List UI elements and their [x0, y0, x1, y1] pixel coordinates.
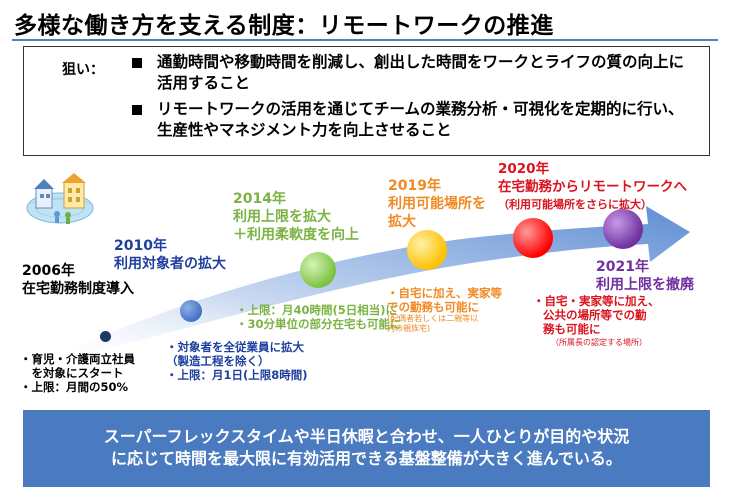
title-underline	[12, 39, 718, 41]
milestone-dot-2020	[513, 218, 553, 258]
aim-box: 狙い： 通勤時間や移動時間を削減し、創出した時間をワークとライフの質の向上に活用…	[23, 46, 710, 156]
milestone-dot-2006	[100, 331, 111, 342]
page-title: 多様な働き方を支える制度：リモートワークの推進	[14, 13, 554, 39]
milestone-2010: 2010年 利用対象者の拡大	[114, 238, 226, 272]
milestone-2014: 2014年 利用上限を拡大 ＋利用柔軟度を向上	[233, 191, 359, 243]
milestone-dot-2019	[407, 230, 447, 270]
square-bullet-icon	[132, 105, 142, 115]
remote-work-globe-houses-icon	[24, 170, 96, 228]
milestone-dot-2010	[180, 300, 202, 322]
note-2014: ・上限：月40時間(5日相当)に ・30分単位の部分在宅も可能に	[236, 303, 402, 331]
milestone-2019: 2019年 利用可能場所を 拡大	[388, 178, 486, 230]
note-2006: ・育児・介護両立社員 を対象にスタート ・上限：月間の50%	[20, 352, 135, 394]
note-2019: ・自宅に加え、実家等 での勤務も可能に (配偶者若しくは二親等以 内の親族宅)	[387, 286, 502, 333]
aim-item-1: 通勤時間や移動時間を削減し、創出した時間をワークとライフの質の向上に活用すること	[132, 52, 692, 94]
aim-label: 狙い：	[62, 62, 104, 78]
milestone-dot-2014	[300, 252, 336, 288]
note-2020: ・自宅・実家等に加え、 公共の場所等での勤 務も可能に （所属長の認定する場所）	[533, 294, 660, 347]
square-bullet-icon	[132, 58, 142, 68]
note-2010: ・対象者を全従業員に拡大 （製造工程を除く） ・上限：月1日(上限8時間)	[166, 340, 308, 382]
milestone-2020: 2020年 在宅勤務からリモートワークへ （利用可能場所をさらに拡大）	[498, 161, 687, 211]
aim-item-2: リモートワークの活用を通じてチームの業務分析・可視化を定期的に行い、生産性やマネ…	[132, 99, 692, 141]
milestone-dot-2021	[603, 209, 643, 249]
milestone-2006: 2006年 在宅勤務制度導入	[22, 263, 134, 297]
summary-banner: スーパーフレックスタイムや半日休暇と合わせ、一人ひとりが目的や状況 に応じて時間…	[23, 410, 710, 487]
milestone-2021: 2021年 利用上限を撤廃	[596, 259, 694, 293]
